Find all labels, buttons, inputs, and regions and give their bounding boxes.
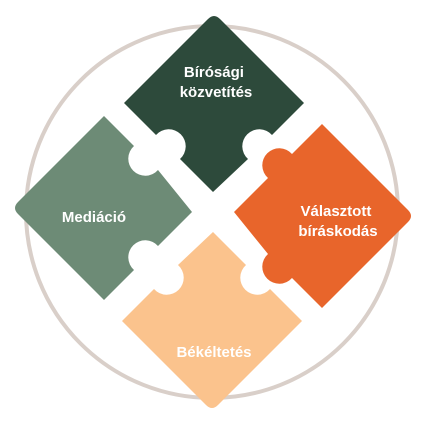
label-birosagi-line-1: Bírósági [184, 64, 244, 81]
label-birosagi-line-2: közvetítés [180, 84, 253, 101]
piece-valasztott: Választott bíráskodás [234, 124, 411, 308]
label-mediacio: Mediáció [62, 209, 126, 226]
piece-birosagi: Bírósági közvetítés [124, 16, 304, 192]
label-bekeltetes: Békéltetés [176, 344, 251, 361]
piece-mediacio: Mediáció [15, 116, 192, 300]
piece-mediacio-shape [15, 116, 192, 300]
label-valasztott-line-2: bíráskodás [298, 223, 377, 240]
label-birosagi: Bírósági közvetítés [180, 64, 253, 101]
label-mediacio-line-1: Mediáció [62, 209, 126, 226]
piece-bekeltetes: Békéltetés [122, 232, 302, 408]
label-valasztott: Választott bíráskodás [298, 203, 377, 240]
piece-valasztott-shape [234, 124, 411, 308]
piece-bekeltetes-shape [122, 232, 302, 408]
label-bekeltetes-line-1: Békéltetés [176, 344, 251, 361]
piece-birosagi-shape [124, 16, 304, 192]
label-valasztott-line-1: Választott [300, 203, 371, 220]
